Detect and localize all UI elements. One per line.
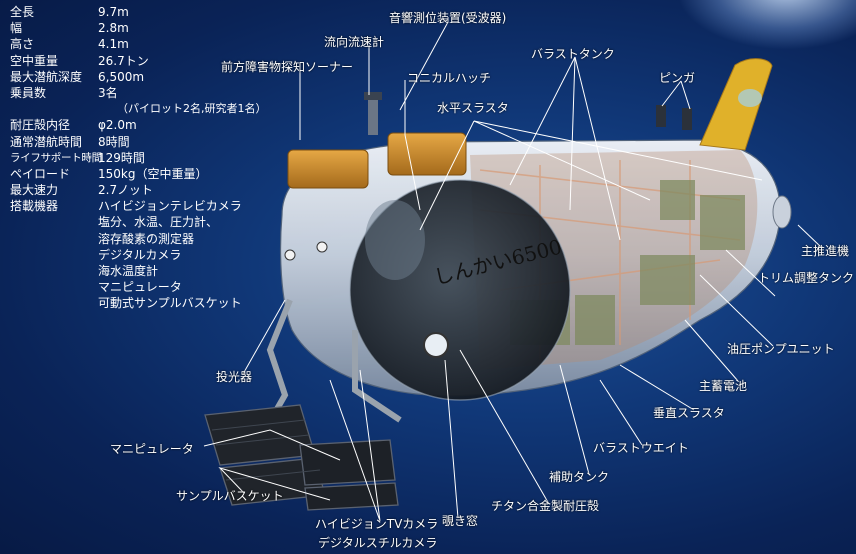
label-main-battery: 主蓄電池 <box>699 379 748 393</box>
spec-value: 8時間 <box>98 134 130 149</box>
label-obstacle-sonar: 前方障害物探知ソーナー <box>221 60 354 74</box>
spec-label: 幅 <box>10 21 23 36</box>
viewport-window <box>423 332 449 358</box>
spec-label: ライフサポート時間 <box>10 151 102 164</box>
spec-label: 乗員数 <box>10 85 47 100</box>
spec-label: 最大潜航深度 <box>10 69 83 84</box>
spec-value: 可動式サンプルバスケット <box>98 296 242 311</box>
label-manipulator: マニピュレータ <box>110 442 194 456</box>
spec-value: （パイロット2名,研究者1名） <box>117 102 267 116</box>
label-viewport: 覗き窓 <box>442 514 479 528</box>
spec-value: 塩分、水温、圧力計、 <box>98 215 219 230</box>
label-aux-tank: 補助タンク <box>549 470 610 484</box>
spec-label: 最大速力 <box>10 183 59 198</box>
spec-label: 空中重量 <box>10 53 59 68</box>
label-sonar-receiver: 音響測位装置(受波器) <box>389 11 507 25</box>
label-hydraulic-unit: 油圧ポンプユニット <box>727 342 835 356</box>
label-ballast-tank: バラストタンク <box>531 47 615 61</box>
spec-value: 26.7トン <box>98 53 149 68</box>
label-trim-tank: トリム調整タンク <box>758 271 855 285</box>
label-ballast-weight: バラストウエイト <box>593 441 689 455</box>
label-hd-camera: ハイビジョンTVカメラ <box>315 517 439 531</box>
label-titanium-hull: チタン合金製耐圧殻 <box>491 499 600 513</box>
label-pinger: ピンガ <box>659 71 696 85</box>
spec-value: ハイビジョンテレビカメラ <box>98 199 242 214</box>
spec-label: 全長 <box>10 5 35 19</box>
label-horizontal-thruster: 水平スラスタ <box>437 101 509 115</box>
propeller <box>772 195 792 229</box>
label-floodlight: 投光器 <box>216 370 253 384</box>
spec-label: 通常潜航時間 <box>10 134 83 149</box>
spec-value: 3名 <box>98 85 118 100</box>
label-main-propulsion: 主推進機 <box>801 244 850 258</box>
spec-value: マニピュレータ <box>98 280 182 295</box>
spec-value: 2.8m <box>98 21 129 36</box>
label-vertical-thruster: 垂直スラスタ <box>653 406 725 420</box>
label-sample-basket: サンプルバスケット <box>176 489 284 503</box>
spec-label: 耐圧殻内径 <box>10 118 71 133</box>
spec-value: 溶存酸素の測定器 <box>98 231 195 246</box>
spec-label: 高さ <box>10 37 35 52</box>
spec-value: デジタルカメラ <box>98 247 182 262</box>
spec-label: 搭載機器 <box>10 199 59 214</box>
sample-basket-right <box>299 439 399 511</box>
spec-value: 海水温度計 <box>98 264 159 278</box>
spec-value: 2.7ノット <box>98 183 153 198</box>
spec-label: ペイロード <box>10 166 71 181</box>
spec-value: φ2.0m <box>98 118 137 133</box>
tail-fin <box>699 58 773 151</box>
label-conical-hatch: コニカルハッチ <box>407 71 492 85</box>
spec-value: 129時間 <box>98 150 145 165</box>
spec-value: 4.1m <box>98 37 129 52</box>
label-flow-meter: 流向流速計 <box>324 35 385 49</box>
spec-value: 9.7m <box>98 5 129 19</box>
orange-float <box>287 149 369 189</box>
label-still-camera: デジタルスチルカメラ <box>318 536 438 550</box>
spec-value: 6,500m <box>98 69 145 84</box>
spec-value: 150kg（空中重量） <box>98 166 208 181</box>
